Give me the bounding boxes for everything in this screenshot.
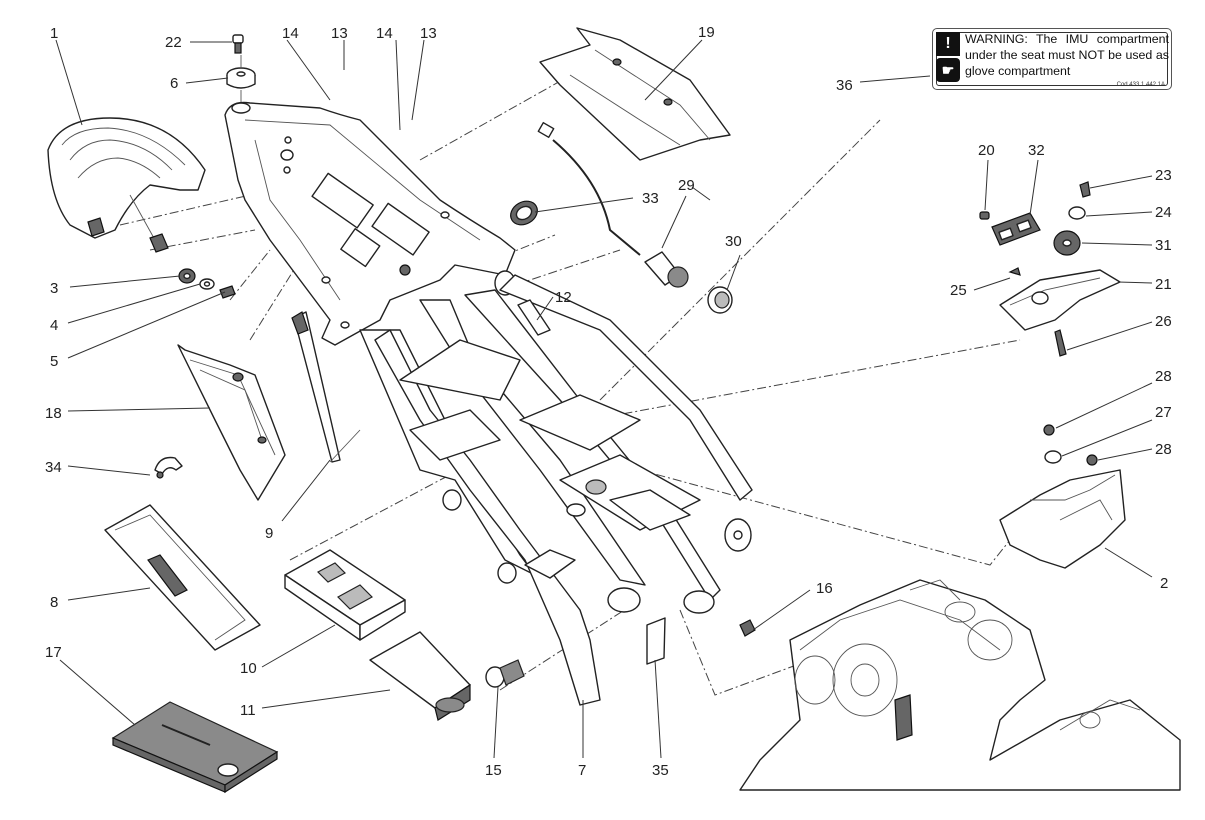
part-engine bbox=[739, 579, 1181, 791]
part-imu-tray bbox=[999, 269, 1121, 357]
callout-28b: 28 bbox=[1155, 441, 1172, 458]
callout-21: 21 bbox=[1155, 276, 1172, 293]
callout-12: 12 bbox=[555, 289, 572, 306]
callout-13a: 13 bbox=[331, 25, 348, 42]
callout-23: 23 bbox=[1155, 167, 1172, 184]
part-upper-cover bbox=[539, 27, 731, 161]
part-document-holder bbox=[284, 549, 406, 641]
callout-29: 29 bbox=[678, 177, 695, 194]
callout-20: 20 bbox=[978, 142, 995, 159]
callout-8: 8 bbox=[50, 594, 58, 611]
callout-35: 35 bbox=[652, 762, 669, 779]
part-clip bbox=[154, 456, 183, 479]
warning-text: WARNING: The IMU compartment under the s… bbox=[965, 32, 1169, 78]
callout-6: 6 bbox=[170, 75, 178, 92]
part-tool-pouch bbox=[369, 631, 471, 721]
callout-5: 5 bbox=[50, 353, 58, 370]
callout-16: 16 bbox=[816, 580, 833, 597]
callouts: 1 22 6 14 13 14 13 3 4 5 18 34 8 17 9 10… bbox=[45, 24, 1172, 779]
warning-triangle-icon: ! bbox=[936, 32, 960, 56]
callout-14a: 14 bbox=[282, 25, 299, 42]
callout-10: 10 bbox=[240, 660, 257, 677]
callout-19: 19 bbox=[698, 24, 715, 41]
part-label-sticker bbox=[646, 617, 666, 665]
callout-28a: 28 bbox=[1155, 368, 1172, 385]
part-bolt bbox=[485, 659, 525, 688]
part-seat-cover-logo bbox=[104, 504, 261, 651]
callout-31: 31 bbox=[1155, 237, 1172, 254]
part-nut bbox=[739, 619, 756, 637]
callout-26: 26 bbox=[1155, 313, 1172, 330]
part-power-socket bbox=[537, 121, 733, 314]
callout-18: 18 bbox=[45, 405, 62, 422]
callout-7: 7 bbox=[578, 762, 586, 779]
part-imu-mount bbox=[999, 424, 1126, 569]
callout-15: 15 bbox=[485, 762, 502, 779]
callout-32: 32 bbox=[1028, 142, 1045, 159]
glove-icon: ☛ bbox=[936, 58, 960, 82]
assembly-lines bbox=[119, 69, 1021, 696]
callout-3: 3 bbox=[50, 280, 58, 297]
callout-34: 34 bbox=[45, 459, 62, 476]
callout-4: 4 bbox=[50, 317, 58, 334]
callout-33: 33 bbox=[642, 190, 659, 207]
part-rear-frame bbox=[224, 101, 753, 706]
callout-22: 22 bbox=[165, 34, 182, 51]
part-imu-hardware bbox=[1053, 181, 1091, 256]
part-tail-light bbox=[47, 117, 206, 253]
part-cable-tie bbox=[291, 311, 361, 463]
callout-17: 17 bbox=[45, 644, 62, 661]
warning-label: ! ☛ WARNING: The IMU compartment under t… bbox=[932, 28, 1172, 90]
callout-13b: 13 bbox=[420, 25, 437, 42]
callout-1: 1 bbox=[50, 25, 58, 42]
callout-9: 9 bbox=[265, 525, 273, 542]
part-pin-and-bushing bbox=[226, 34, 256, 105]
part-side-cover bbox=[177, 344, 286, 501]
callout-36: 36 bbox=[836, 77, 853, 94]
callout-30: 30 bbox=[725, 233, 742, 250]
callout-14b: 14 bbox=[376, 25, 393, 42]
part-grommet-washer-screw bbox=[178, 268, 236, 299]
callout-27: 27 bbox=[1155, 404, 1172, 421]
callout-11: 11 bbox=[240, 702, 256, 719]
callout-2: 2 bbox=[1160, 575, 1168, 592]
leader-lines bbox=[55, 39, 1153, 759]
part-label-sticker-2 bbox=[517, 299, 551, 336]
callout-24: 24 bbox=[1155, 204, 1172, 221]
part-imu-bracket bbox=[979, 211, 1041, 276]
part-owners-wallet bbox=[111, 701, 279, 794]
warning-code: Cod 433.1.442.1A bbox=[1116, 82, 1165, 88]
part-ring-nut bbox=[510, 200, 538, 226]
callout-25: 25 bbox=[950, 282, 967, 299]
